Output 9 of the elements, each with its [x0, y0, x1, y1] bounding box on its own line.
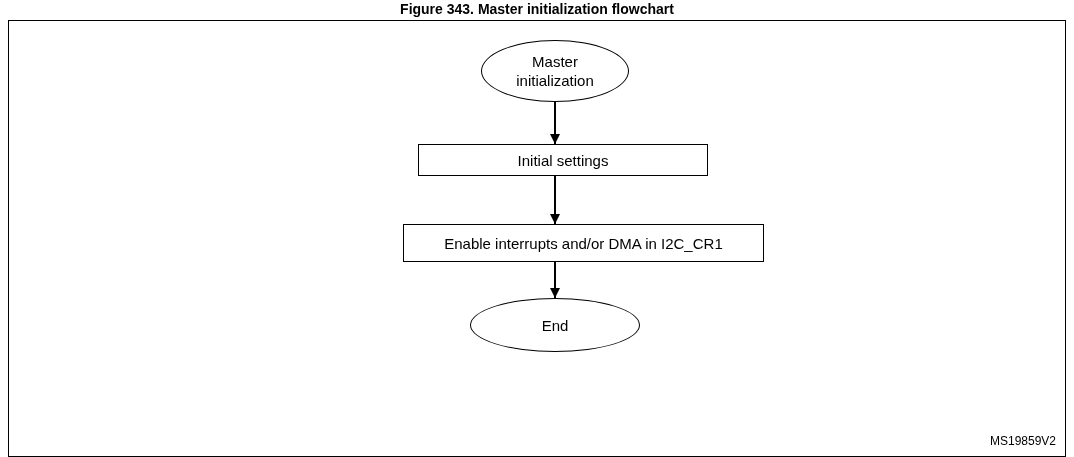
process-box: Initial settings: [418, 144, 708, 176]
arrow: [550, 261, 560, 299]
arrow: [550, 101, 560, 145]
figure-id: MS19859V2: [989, 433, 1056, 450]
terminal-ellipse: End: [470, 298, 640, 352]
terminal-ellipse: Master initialization: [481, 40, 629, 102]
arrow: [550, 175, 560, 225]
figure-title: Figure 343. Master initialization flowchart: [399, 1, 675, 17]
process-box: Enable interrupts and/or DMA in I2C_CR1: [403, 224, 764, 262]
